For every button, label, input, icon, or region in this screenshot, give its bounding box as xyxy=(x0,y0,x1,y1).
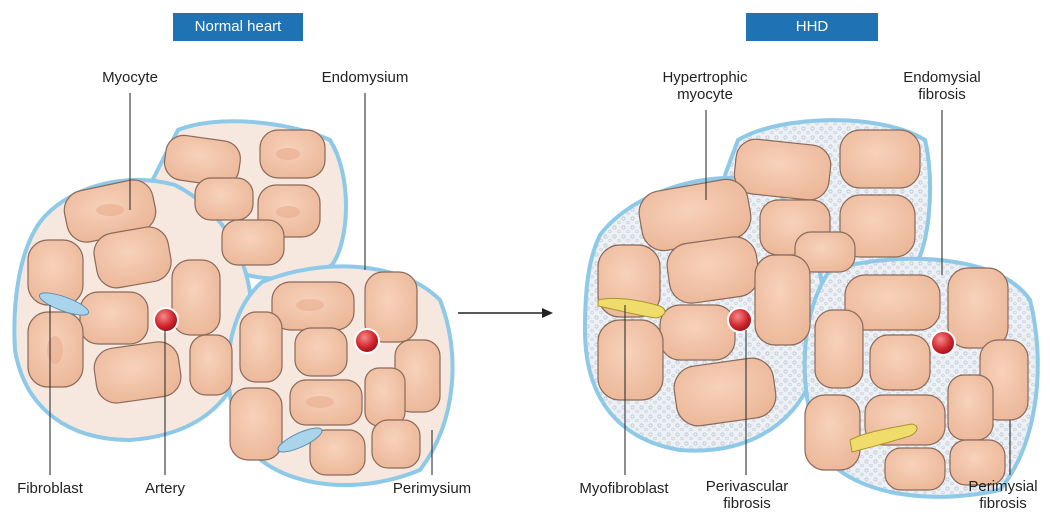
myocyte xyxy=(365,368,405,426)
myocyte xyxy=(240,312,282,382)
hypertrophic-myocyte xyxy=(755,255,810,345)
label-perimysial-fibrosis: Perimysial fibrosis xyxy=(958,478,1048,512)
hypertrophic-myocyte xyxy=(870,335,930,390)
hypertrophic-myocyte xyxy=(885,448,945,490)
myocyte xyxy=(295,328,347,376)
myocyte xyxy=(372,420,420,468)
progression-arrow xyxy=(458,308,553,318)
label-artery: Artery xyxy=(130,480,200,497)
hypertrophic-myocyte xyxy=(948,375,993,440)
hypertrophic-myocyte xyxy=(948,268,1008,348)
hypertrophic-myocyte xyxy=(815,310,863,388)
label-perimysial-fibrosis-line2: fibrosis xyxy=(958,495,1048,512)
normal-heart-panel xyxy=(14,93,452,485)
label-perivascular-fibrosis-line2: fibrosis xyxy=(690,495,804,512)
label-endomysial-fibrosis-line1: Endomysial xyxy=(885,69,999,86)
myocyte xyxy=(222,220,284,265)
hypertrophic-myocyte xyxy=(732,137,832,202)
hypertrophic-myocyte xyxy=(840,130,920,188)
label-perimysium: Perimysium xyxy=(380,480,484,497)
label-hypertrophic-myocyte: Hypertrophic myocyte xyxy=(645,69,765,103)
hypertrophic-myocyte xyxy=(598,320,663,400)
label-endomysial-fibrosis-line2: fibrosis xyxy=(885,86,999,103)
label-hypertrophic-myocyte-line1: Hypertrophic xyxy=(645,69,765,86)
myocyte xyxy=(172,260,220,335)
myocyte xyxy=(80,292,148,344)
artery-vessel xyxy=(355,329,379,353)
label-hypertrophic-myocyte-line2: myocyte xyxy=(645,86,765,103)
label-endomysium: Endomysium xyxy=(310,69,420,86)
myocyte xyxy=(190,335,232,395)
hhd-panel xyxy=(585,110,1038,497)
artery-vessel xyxy=(154,308,178,332)
label-fibroblast: Fibroblast xyxy=(5,480,95,497)
hypertrophic-myocyte xyxy=(660,305,735,360)
artery-vessel xyxy=(931,331,955,355)
hypertrophic-myocyte xyxy=(805,395,860,470)
hhd-banner: HHD xyxy=(746,13,878,41)
label-myofibroblast: Myofibroblast xyxy=(562,480,686,497)
label-myocyte: Myocyte xyxy=(88,69,172,86)
myocyte xyxy=(230,388,282,460)
label-perimysial-fibrosis-line1: Perimysial xyxy=(958,478,1048,495)
myocyte xyxy=(195,178,253,220)
label-perivascular-fibrosis-line1: Perivascular xyxy=(690,478,804,495)
label-perivascular-fibrosis: Perivascular fibrosis xyxy=(690,478,804,512)
label-endomysial-fibrosis: Endomysial fibrosis xyxy=(885,69,999,103)
artery-vessel xyxy=(728,308,752,332)
normal-heart-banner: Normal heart xyxy=(173,13,303,41)
